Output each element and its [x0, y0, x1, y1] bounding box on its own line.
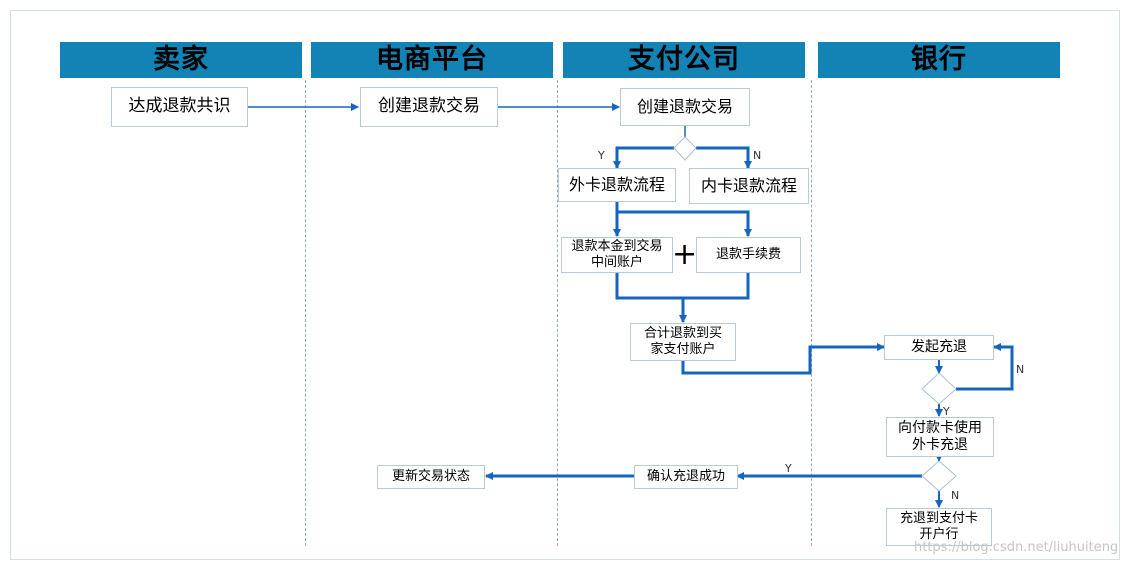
lane-header-seller: 卖家 [60, 42, 302, 78]
edge-label-yes-3: Y [785, 462, 792, 475]
watermark: https://blog.csdn.net/liuhuiteng [914, 540, 1119, 555]
lane-header-bank: 银行 [818, 42, 1060, 78]
lane-header-platform: 电商平台 [311, 42, 553, 78]
edge-label-no-3: N [951, 489, 960, 502]
edge-principal-fee-merge [615, 273, 750, 300]
lane-divider-3 [811, 80, 812, 546]
edge-label-yes-2: Y [943, 405, 950, 418]
diagram-frame [10, 10, 1120, 560]
node-total-refund: 合计退款到买家支付账户 [630, 323, 736, 361]
edge-decision-no [696, 146, 752, 169]
decision-diamond-card-type [673, 136, 697, 161]
node-update-trade-status: 更新交易状态 [377, 465, 485, 489]
lane-divider-1 [305, 80, 306, 546]
lane-header-payment: 支付公司 [563, 42, 805, 78]
plus-sign: + [672, 237, 698, 272]
edge-label-no-2: N [1016, 363, 1025, 376]
edge-label-no-1: N [753, 149, 762, 162]
edge-decision-yes [613, 146, 674, 169]
decision-diamond-refund-success [921, 372, 957, 405]
edge-loop-no [956, 343, 1014, 391]
edge-total-to-bank [681, 343, 885, 375]
edge-outer-to-fee [617, 210, 752, 237]
lane-divider-2 [557, 80, 558, 546]
node-bank-issuer-refund: 向付款卡使用外卡充退 [886, 417, 994, 457]
node-refund-principal: 退款本金到交易中间账户 [561, 237, 673, 273]
node-bank-initiate-refund: 发起充退 [884, 335, 994, 360]
node-payment-create-refund: 创建退款交易 [620, 88, 750, 126]
edge-label-yes-1: Y [598, 149, 605, 162]
node-inner-card-flow: 内卡退款流程 [689, 168, 809, 204]
node-seller-consensus: 达成退款共识 [111, 87, 248, 127]
decision-diamond-bank-result [921, 460, 957, 492]
node-refund-to-issuing-bank: 充退到支付卡开户行 [886, 508, 992, 546]
node-confirm-refund-success: 确认充退成功 [634, 465, 738, 489]
node-outer-card-flow: 外卡退款流程 [558, 168, 676, 202]
node-platform-create-refund: 创建退款交易 [360, 87, 498, 127]
node-refund-fee: 退款手续费 [696, 237, 801, 273]
